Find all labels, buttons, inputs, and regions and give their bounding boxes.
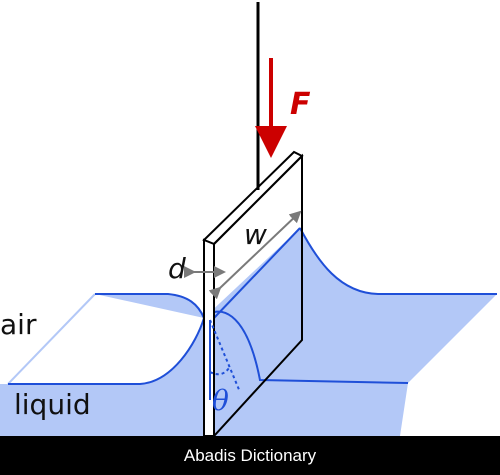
meniscus-line-front [8,317,205,385]
angle-label: θ [212,384,229,417]
plate-side-face [213,153,303,439]
angle-arc [209,367,230,376]
meniscus-line-back [95,293,205,319]
liquid-label: liquid [14,388,91,421]
air-label: air [0,308,37,341]
width-dimension-arrow [208,210,302,300]
width-label: w [244,218,267,251]
thickness-label: d [168,252,186,285]
force-label: F [290,87,311,122]
meniscus-line-right [299,227,497,295]
footer-text: Abadis Dictionary [183,445,317,465]
angle-tangent-line [209,319,241,393]
liquid-left-edge [7,293,96,385]
footer-bar: Abadis Dictionary [0,436,500,475]
